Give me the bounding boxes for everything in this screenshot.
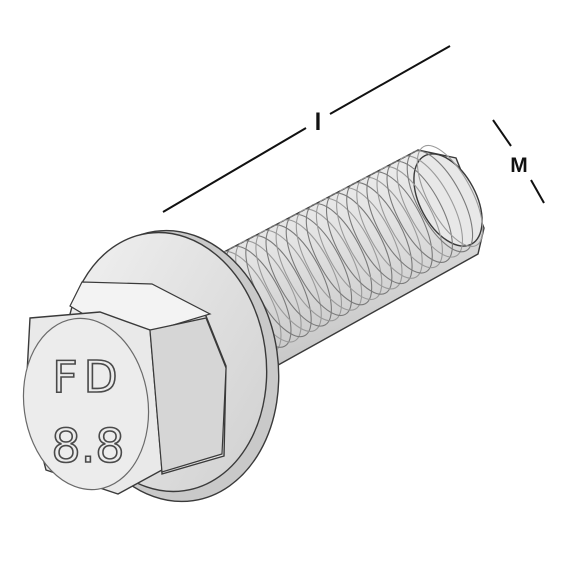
head-marking-line2: 8.8 bbox=[51, 419, 124, 473]
thread-ridge bbox=[295, 208, 363, 311]
thread-ridge bbox=[376, 166, 443, 269]
thread-ridge bbox=[356, 176, 423, 279]
hex-head: FD 8.8 bbox=[22, 281, 227, 495]
thread-ridge bbox=[346, 182, 413, 285]
diameter-dimension-tick-lower bbox=[530, 179, 545, 204]
length-dimension-line-upper bbox=[329, 45, 451, 115]
thread-ridge bbox=[325, 192, 393, 295]
thread-ridge bbox=[366, 171, 433, 274]
hex-lower-side-face bbox=[149, 317, 227, 473]
thread-ridge bbox=[265, 224, 332, 327]
thread-ridge bbox=[336, 187, 403, 290]
hex-end-face-circle bbox=[22, 317, 150, 491]
thread-ridge bbox=[285, 213, 353, 317]
diameter-dimension-tick-upper bbox=[492, 119, 512, 147]
thread-ridge bbox=[305, 203, 373, 306]
thread-ridge bbox=[315, 197, 383, 301]
head-marking-line1: FD bbox=[52, 352, 123, 403]
length-dimension: l bbox=[162, 45, 451, 213]
thread-ridge bbox=[416, 144, 484, 248]
thread-ridge bbox=[386, 160, 453, 263]
thread-ridge bbox=[255, 229, 322, 332]
thread-ridge bbox=[406, 150, 474, 253]
diameter-label: M bbox=[510, 154, 528, 177]
thread-ridge bbox=[396, 155, 464, 258]
length-dimension-line-lower bbox=[162, 127, 307, 213]
diameter-dimension: M bbox=[492, 119, 545, 204]
length-label: l bbox=[315, 109, 322, 136]
thread-ridge bbox=[275, 219, 343, 322]
